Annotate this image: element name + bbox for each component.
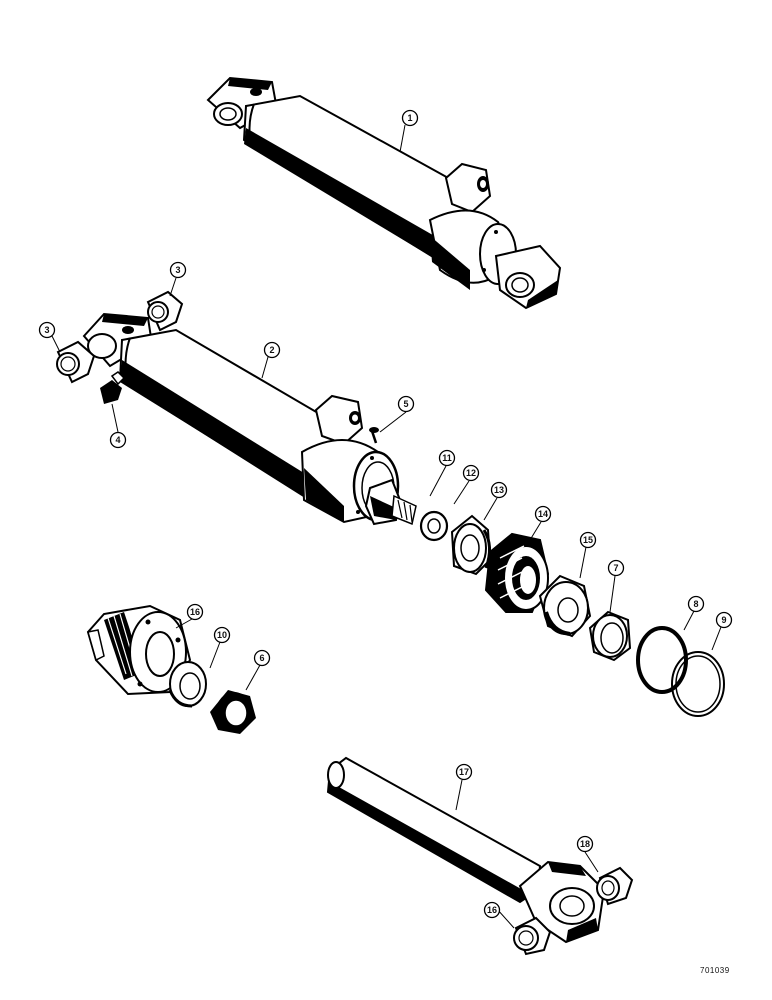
svg-text:4: 4 [115, 435, 120, 445]
cylinder-tube[interactable] [82, 312, 400, 524]
svg-text:3: 3 [175, 265, 180, 275]
callout-9: 9 [715, 611, 733, 629]
svg-text:7: 7 [613, 563, 618, 573]
bushing-left[interactable] [56, 340, 96, 384]
callout-2: 2 [263, 341, 281, 359]
callout-4: 4 [109, 431, 127, 449]
callout-3-upper: 3 [169, 261, 187, 279]
svg-text:17: 17 [459, 767, 469, 777]
bushing-upper[interactable] [146, 290, 184, 332]
rod-eye-bushing-left[interactable] [513, 916, 552, 956]
grease-fitting[interactable] [100, 371, 126, 404]
leader-lines [51, 124, 722, 929]
callout-17: 17 [455, 763, 473, 781]
svg-text:15: 15 [583, 535, 593, 545]
callout-14: 14 [534, 505, 552, 523]
piston-nut-stud[interactable] [364, 478, 417, 526]
callout-10: 10 [213, 626, 231, 644]
callout-8: 8 [687, 595, 705, 613]
svg-text:1: 1 [407, 113, 412, 123]
svg-text:18: 18 [580, 839, 590, 849]
svg-text:16: 16 [487, 905, 497, 915]
svg-text:13: 13 [494, 485, 504, 495]
o-ring[interactable] [636, 626, 688, 694]
svg-text:12: 12 [466, 468, 476, 478]
callout-13: 13 [490, 481, 508, 499]
callout-3-left: 3 [38, 321, 56, 339]
callout-12: 12 [462, 464, 480, 482]
svg-text:8: 8 [693, 599, 698, 609]
svg-text:3: 3 [44, 325, 49, 335]
svg-text:10: 10 [217, 630, 227, 640]
svg-text:5: 5 [403, 399, 408, 409]
svg-text:11: 11 [442, 453, 452, 463]
callout-11: 11 [438, 449, 456, 467]
rod-eye-bushing-right[interactable] [596, 866, 634, 906]
piston-packing[interactable] [484, 532, 550, 613]
drawing-number: 701039 [700, 966, 730, 975]
svg-text:9: 9 [721, 615, 726, 625]
backup-ring[interactable] [671, 651, 725, 717]
piston-rod[interactable] [326, 756, 606, 944]
svg-text:2: 2 [269, 345, 274, 355]
svg-text:14: 14 [538, 509, 548, 519]
callout-6: 6 [253, 649, 271, 667]
wiper-ring[interactable] [588, 610, 632, 662]
callout-16-rod: 16 [483, 901, 501, 919]
callout-15: 15 [579, 531, 597, 549]
piston[interactable] [450, 514, 492, 576]
rod-seal[interactable] [210, 690, 256, 734]
cylinder-assembly-complete[interactable] [206, 76, 562, 310]
callout-18: 18 [576, 835, 594, 853]
callout-7: 7 [607, 559, 625, 577]
gland-ring[interactable] [168, 661, 207, 708]
callout-5: 5 [397, 395, 415, 413]
screw[interactable] [369, 427, 379, 444]
callout-1: 1 [401, 109, 419, 127]
callout-16-gland: 16 [186, 603, 204, 621]
svg-text:16: 16 [190, 607, 200, 617]
wear-ring[interactable] [538, 574, 592, 638]
washer[interactable] [419, 510, 449, 542]
svg-text:6: 6 [259, 653, 264, 663]
